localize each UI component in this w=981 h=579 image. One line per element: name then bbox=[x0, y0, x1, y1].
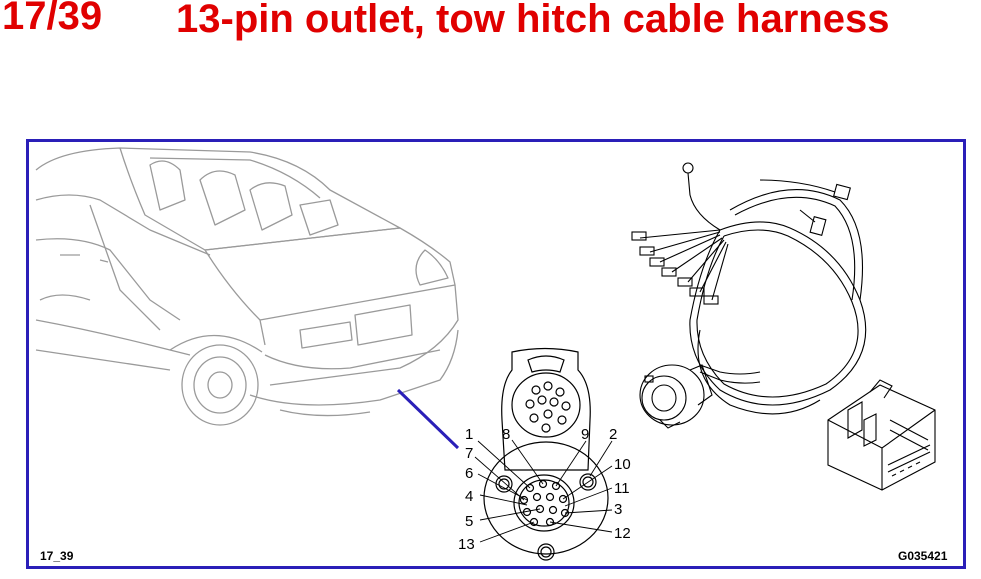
page-title: 13-pin outlet, tow hitch cable harness bbox=[176, 0, 890, 41]
connector-block bbox=[827, 379, 936, 491]
pin-label-7: 7 bbox=[465, 445, 473, 462]
pin-label-13: 13 bbox=[458, 536, 475, 553]
pin-leader-lines bbox=[474, 439, 613, 543]
figure-frame bbox=[26, 139, 966, 569]
pin-label-8: 8 bbox=[502, 426, 510, 443]
pin-label-6: 6 bbox=[465, 465, 473, 482]
pin-label-4: 4 bbox=[465, 488, 473, 505]
outlet-socket bbox=[483, 347, 609, 561]
pin-label-10: 10 bbox=[614, 456, 631, 473]
page-number: 17/39 bbox=[2, 0, 103, 38]
figure-code-left: 17_39 bbox=[40, 549, 74, 563]
pin-label-9: 9 bbox=[581, 426, 589, 443]
pin-label-3: 3 bbox=[614, 501, 622, 518]
pin-label-11: 11 bbox=[614, 480, 630, 497]
figure-code-right: G035421 bbox=[898, 549, 948, 563]
pointer-line bbox=[396, 388, 460, 450]
car-illustration bbox=[35, 147, 459, 426]
pin-label-5: 5 bbox=[465, 513, 473, 530]
pin-label-12: 12 bbox=[614, 525, 631, 542]
cable-harness bbox=[631, 162, 867, 429]
pin-label-2: 2 bbox=[609, 426, 617, 443]
pin-label-1: 1 bbox=[465, 426, 473, 443]
